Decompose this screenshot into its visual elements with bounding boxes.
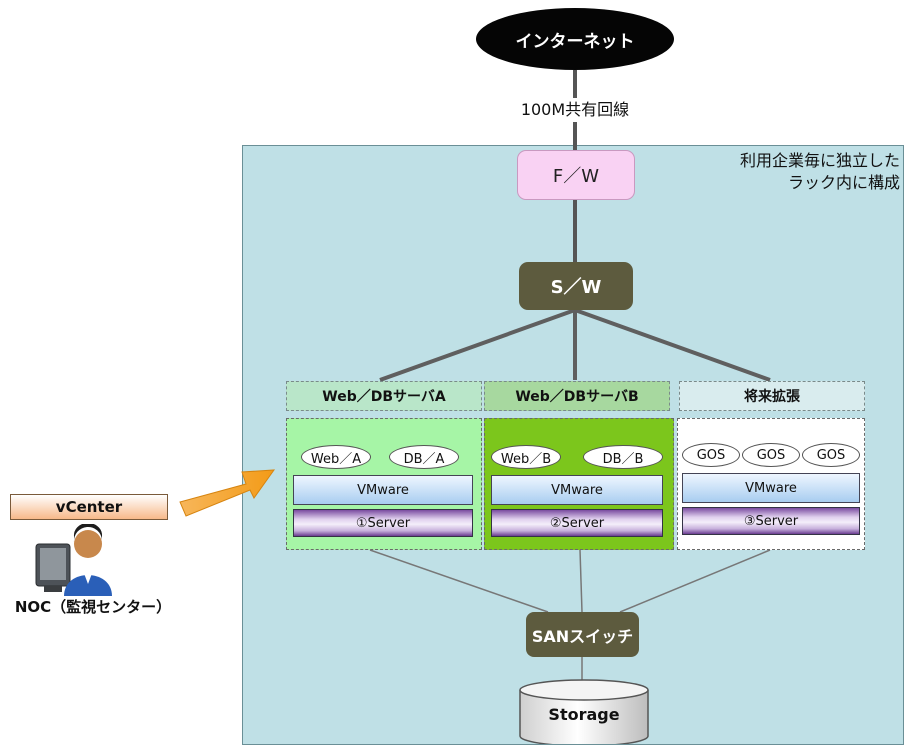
vmware-b-label: VMware	[551, 482, 603, 498]
group-a-title-text: Web／DBサーバA	[322, 389, 446, 405]
vm-gos-3-label: GOS	[816, 447, 846, 463]
storage-label: Storage	[548, 704, 620, 724]
firewall-label: F／W	[552, 166, 600, 187]
firewall-node: F／W	[517, 150, 635, 200]
rack-note-line1: 利用企業毎に独立した	[739, 151, 900, 170]
vmware-a-label: VMware	[357, 482, 409, 498]
server-a-label: ①Server	[355, 515, 411, 531]
vm-gos-1: GOS	[682, 443, 740, 467]
vm-db-b: DB／B	[583, 445, 663, 469]
group-b-box: Web／B DB／B VMware ②Server	[484, 418, 674, 550]
group-a-box: Web／A DB／A VMware ①Server	[286, 418, 482, 550]
group-c-title: 将来拡張	[679, 381, 865, 411]
server-b-label: ②Server	[549, 515, 605, 531]
group-c-box: GOS GOS GOS VMware ③Server	[677, 418, 865, 550]
vm-gos-2-label: GOS	[756, 447, 786, 463]
server-a: ①Server	[293, 509, 473, 537]
vm-gos-3: GOS	[802, 443, 860, 467]
group-b-title-text: Web／DBサーバB	[515, 389, 639, 405]
server-c-label: ③Server	[743, 513, 799, 529]
internet-label: インターネット	[515, 31, 635, 52]
vm-gos-2: GOS	[742, 443, 800, 467]
vmware-c-label: VMware	[745, 480, 797, 496]
vcenter-label: vCenter	[55, 498, 123, 516]
server-b: ②Server	[491, 509, 663, 537]
vm-web-a: Web／A	[301, 445, 371, 469]
vm-db-a: DB／A	[389, 445, 459, 469]
internet-node: インターネット	[476, 8, 674, 70]
san-switch-label: SANスイッチ	[531, 626, 634, 646]
vmware-a: VMware	[293, 475, 473, 505]
vm-web-b-label: Web／B	[500, 451, 552, 467]
vm-web-a-label: Web／A	[310, 451, 362, 467]
vm-gos-1-label: GOS	[696, 447, 726, 463]
vm-db-a-label: DB／A	[403, 451, 445, 467]
switch-label: S／W	[550, 277, 602, 298]
sw-group-a-line	[379, 308, 576, 382]
management-arrow	[179, 469, 276, 517]
group-a-title: Web／DBサーバA	[286, 381, 482, 411]
rack-note: 利用企業毎に独立した ラック内に構成	[690, 150, 900, 194]
vm-web-b: Web／B	[491, 445, 561, 469]
vmware-b: VMware	[491, 475, 663, 505]
sw-group-c-line	[574, 308, 771, 382]
noc-label: NOC（監視センター）	[14, 598, 172, 616]
server-c: ③Server	[682, 507, 860, 535]
vmware-c: VMware	[682, 473, 860, 503]
group-a-san-line	[369, 549, 549, 613]
rack-note-line2: ラック内に構成	[787, 173, 900, 192]
group-c-title-text: 将来拡張	[744, 389, 800, 405]
uplink-label: 100M共有回線	[480, 98, 670, 122]
switch-node: S／W	[519, 262, 633, 310]
group-b-san-line	[579, 549, 583, 613]
san-switch-node: SANスイッチ	[526, 612, 639, 657]
group-c-san-line	[619, 549, 771, 613]
group-b-title: Web／DBサーバB	[484, 381, 670, 411]
vcenter-box: vCenter	[10, 494, 168, 520]
operator-pc-icon	[35, 524, 112, 596]
vm-db-b-label: DB／B	[602, 451, 644, 467]
storage-icon	[519, 679, 649, 744]
